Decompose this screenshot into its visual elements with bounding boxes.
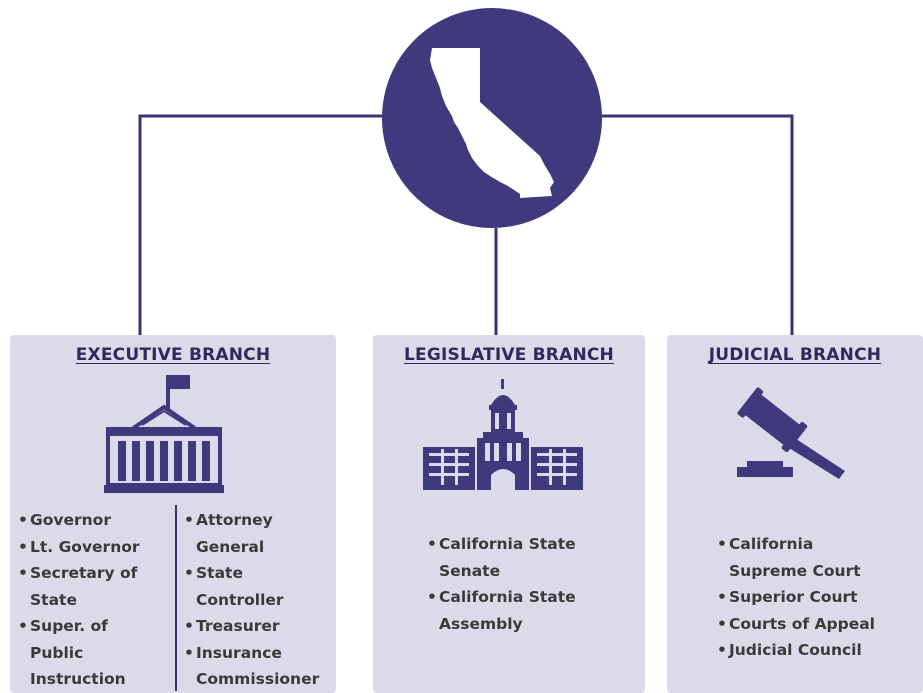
executive-officials-list-1: Governor Lt. Governor Secretary ofState …: [18, 507, 140, 693]
list-item: Treasurer: [184, 613, 319, 640]
executive-branch-title: EXECUTIVE BRANCH: [75, 345, 271, 365]
judicial-branch-title: JUDICIAL BRANCH: [708, 345, 882, 365]
executive-connector: [138, 114, 382, 335]
list-item: Governor: [18, 507, 140, 534]
california-hub: [382, 8, 602, 228]
gavel-icon: [737, 387, 845, 479]
white-house-building-icon: [104, 375, 224, 493]
list-item: Lt. Governor: [18, 534, 140, 561]
legislative-branch-title: LEGISLATIVE BRANCH: [404, 345, 614, 365]
column-divider: [175, 505, 177, 691]
executive-branch-panel: EXECUTIVE BRANCH Governor Lt. Governor S…: [10, 335, 336, 693]
california-map-icon: [430, 48, 554, 198]
list-item: Judicial Council: [717, 637, 875, 664]
list-item: Courts of Appeal: [717, 611, 875, 638]
list-item: Superior Court: [717, 584, 875, 611]
judicial-connector: [602, 114, 794, 335]
capitol-building-icon: [423, 379, 583, 490]
legislative-branch-panel: LEGISLATIVE BRANCH: [373, 335, 645, 693]
